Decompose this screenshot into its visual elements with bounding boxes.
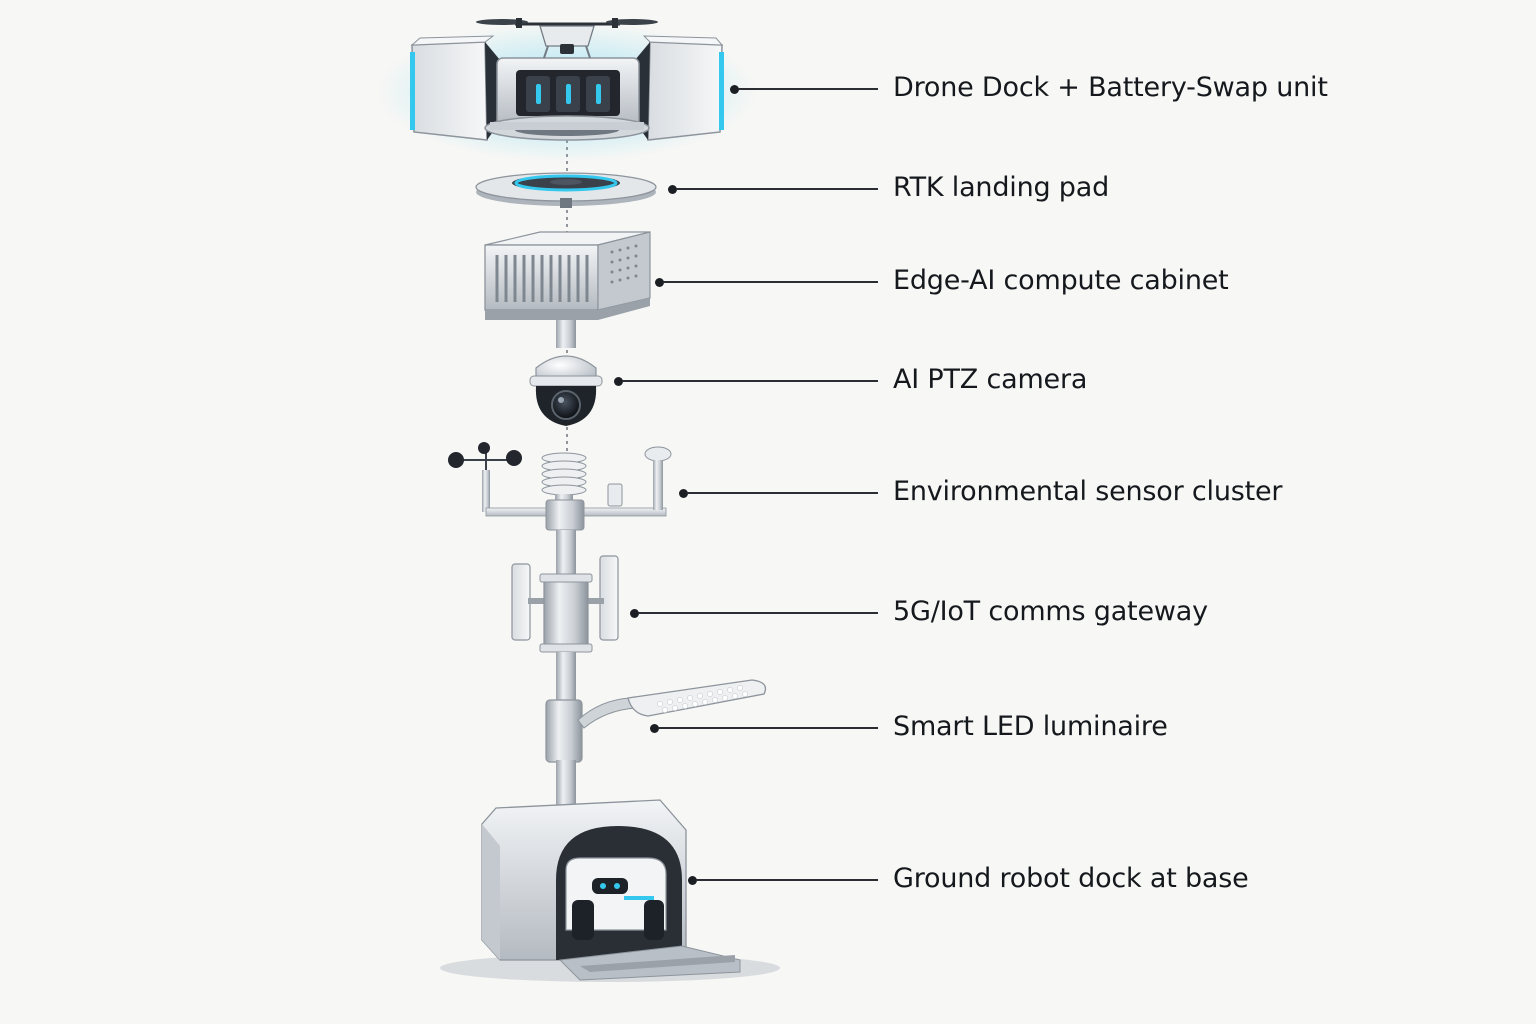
callout-dot bbox=[730, 85, 739, 94]
pole-segment bbox=[556, 652, 576, 702]
callout-dot bbox=[614, 377, 623, 386]
label-env-sensors: Environmental sensor cluster bbox=[893, 476, 1283, 507]
drone-dock-unit bbox=[377, 18, 757, 162]
pole-segment bbox=[556, 530, 576, 580]
callout-comms-gateway: 5G/IoT comms gateway bbox=[0, 596, 1536, 627]
callout-leader-line bbox=[696, 879, 878, 881]
callout-env-sensors: Environmental sensor cluster bbox=[0, 476, 1536, 507]
ground-robot-dock bbox=[440, 799, 780, 982]
smart-led-luminaire bbox=[545, 679, 767, 763]
callout-dot bbox=[679, 489, 688, 498]
callout-dot bbox=[630, 609, 639, 618]
callout-dot bbox=[668, 185, 677, 194]
callout-leader-line bbox=[738, 88, 878, 90]
callout-leader-line bbox=[687, 492, 878, 494]
callout-dot bbox=[655, 278, 664, 287]
ptz-camera bbox=[529, 355, 603, 426]
pole-segment bbox=[556, 760, 576, 808]
callout-robot-dock: Ground robot dock at base bbox=[0, 863, 1536, 894]
label-edge-ai: Edge-AI compute cabinet bbox=[893, 265, 1229, 296]
callout-leader-line bbox=[622, 380, 878, 382]
callout-leader-line bbox=[663, 281, 878, 283]
label-robot-dock: Ground robot dock at base bbox=[893, 863, 1249, 894]
label-ptz-camera: AI PTZ camera bbox=[893, 364, 1088, 395]
callout-led-luminaire: Smart LED luminaire bbox=[0, 711, 1536, 742]
pole-segment bbox=[556, 320, 576, 348]
label-drone-dock: Drone Dock + Battery-Swap unit bbox=[893, 72, 1328, 103]
callout-rtk-pad: RTK landing pad bbox=[0, 172, 1536, 203]
environmental-sensor-cluster bbox=[448, 442, 672, 531]
callout-drone-dock: Drone Dock + Battery-Swap unit bbox=[0, 72, 1536, 103]
rtk-landing-pad bbox=[475, 172, 657, 208]
callout-edge-ai: Edge-AI compute cabinet bbox=[0, 265, 1536, 296]
callout-ptz-camera: AI PTZ camera bbox=[0, 364, 1536, 395]
drone bbox=[476, 18, 658, 59]
callout-leader-line bbox=[638, 612, 878, 614]
label-rtk-pad: RTK landing pad bbox=[893, 172, 1110, 203]
ground-robot bbox=[565, 857, 667, 940]
comms-gateway bbox=[511, 555, 619, 653]
callout-leader-line bbox=[676, 188, 878, 190]
label-comms-gateway: 5G/IoT comms gateway bbox=[893, 596, 1208, 627]
callout-dot bbox=[650, 724, 659, 733]
edge-ai-cabinet bbox=[484, 231, 651, 320]
label-led-luminaire: Smart LED luminaire bbox=[893, 711, 1168, 742]
callout-dot bbox=[688, 876, 697, 885]
callout-leader-line bbox=[658, 727, 878, 729]
